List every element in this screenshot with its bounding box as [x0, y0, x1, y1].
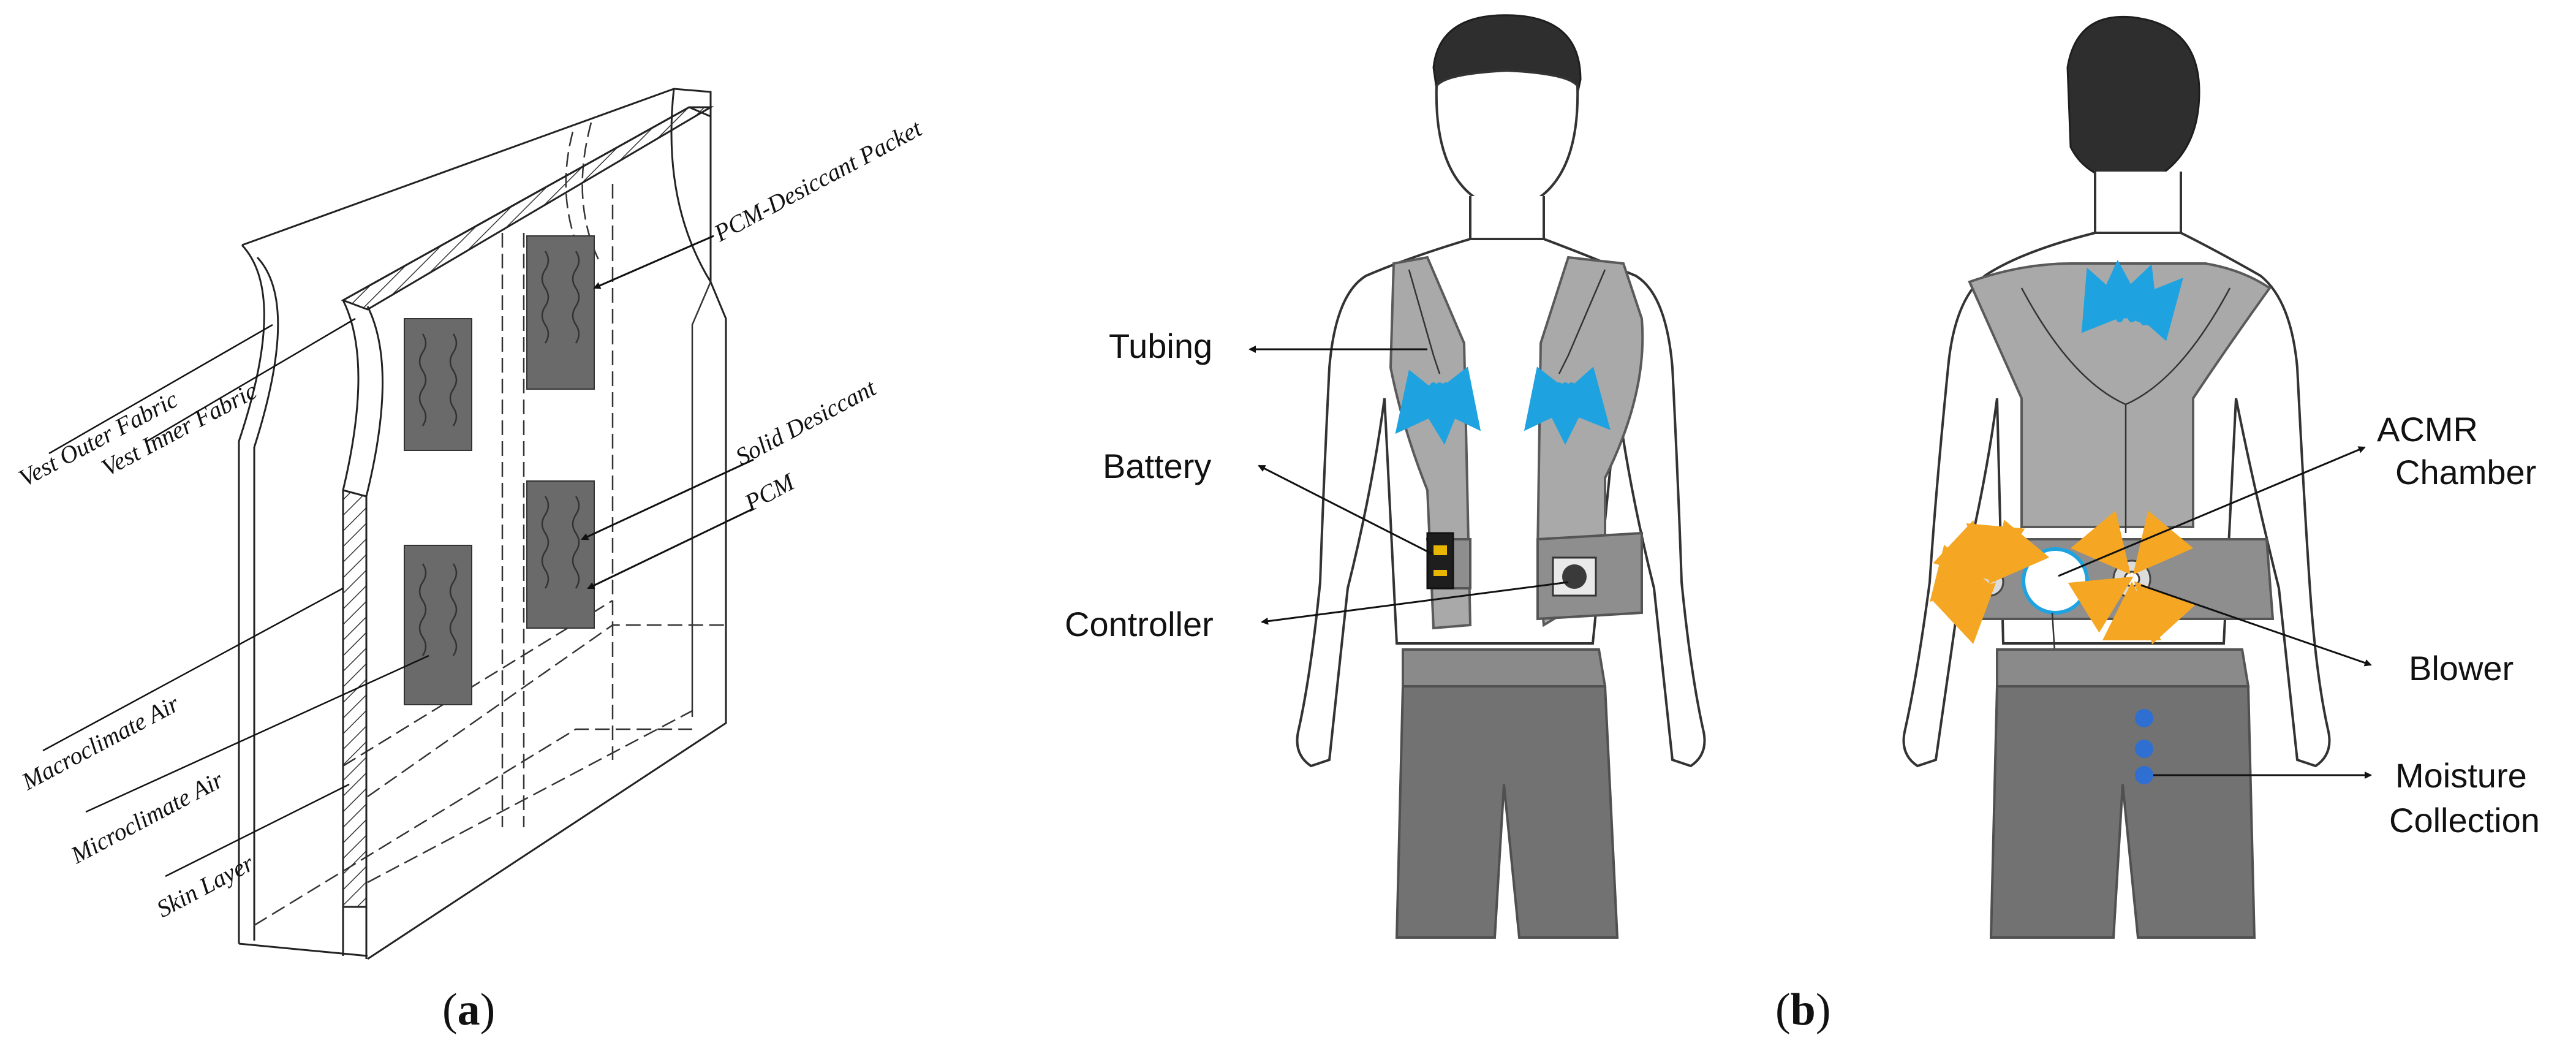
packet-bottom-right	[526, 480, 595, 629]
heat-arrow-5	[1989, 520, 2050, 584]
panel-b-vest-illustration: Tubing Battery Controller ACMR Chamber B…	[1065, 14, 2540, 1035]
moisture-label-line2: Collection	[2389, 801, 2540, 839]
moisture-drop-3	[2135, 766, 2153, 784]
acmr-pointer	[2058, 446, 2366, 577]
back-waistband	[1996, 648, 2250, 688]
front-waistband	[1402, 648, 1607, 688]
outer-fabric-layer	[238, 88, 712, 957]
packet-top-left	[404, 318, 472, 451]
top-hatched-edge	[341, 106, 714, 311]
tubing-label: Tubing	[1109, 327, 1212, 365]
front-airflow-arrow-6	[1549, 366, 1611, 430]
controller-pointer	[1261, 581, 1569, 625]
battery-indicator-icon	[1433, 570, 1447, 576]
panel-a-caption: (a)	[442, 985, 495, 1035]
front-airflow-arrow-2	[1410, 382, 1469, 445]
acmr-label-line1: ACMR	[2377, 410, 2478, 449]
battery-label: Battery	[1103, 447, 1211, 485]
controller-label: Controller	[1065, 605, 1214, 643]
pcm-label: PCM	[739, 467, 800, 517]
pcm-desiccant-packets	[404, 235, 595, 705]
front-pants	[1395, 685, 1619, 939]
panel-b-leader-lines	[1248, 346, 2372, 779]
moisture-drop-1	[2135, 709, 2153, 727]
back-neck	[2094, 172, 2182, 240]
macroclimate-air-label: Macroclimate Air	[17, 689, 184, 795]
back-head	[2066, 15, 2200, 185]
panel-a-caption-letter: a	[458, 985, 480, 1035]
pcm-desiccant-packet-label: PCM-Desiccant Packet	[709, 114, 926, 247]
battery-terminal-icon	[1433, 545, 1447, 555]
heat-arrow-7	[2132, 510, 2194, 575]
back-airflow-arrow-2	[2090, 260, 2149, 322]
packet-bottom-left	[404, 545, 472, 705]
skin-layer-hatch	[342, 489, 368, 908]
front-head	[1435, 69, 1579, 213]
inner-fabric-layer	[254, 106, 727, 960]
heat-arrow-4	[1966, 523, 2025, 585]
solid-desiccant-label: Solid Desiccant	[731, 373, 881, 471]
battery-pointer	[1258, 464, 1434, 556]
packet-top-right	[526, 235, 595, 390]
skin-layer-label: Skin Layer	[152, 849, 259, 923]
left-blower-icon	[1975, 567, 2004, 597]
front-airflow-arrow-3	[1421, 366, 1481, 431]
panel-a-layer-schematic: Vest Outer Fabric Vest Inner Fabric PCM-…	[14, 88, 926, 1035]
acmr-chamber-device	[2022, 547, 2089, 615]
front-figure	[1296, 14, 1706, 939]
back-pants	[1989, 685, 2256, 939]
back-vest-upper	[1968, 262, 2272, 528]
blower-label: Blower	[2409, 649, 2514, 688]
acmr-label-line2: Chamber	[2395, 453, 2536, 491]
heat-arrow-3	[1933, 582, 1996, 645]
heat-arrow-6	[2070, 510, 2131, 575]
microclimate-air-label: Microclimate Air	[66, 765, 228, 869]
blower-pointer	[2140, 584, 2372, 667]
moisture-drop-2	[2135, 740, 2153, 758]
blower-fan-icon	[2123, 570, 2140, 588]
panel-b-caption: (b)	[1775, 985, 1830, 1035]
panel-b-caption-letter: b	[1791, 985, 1816, 1035]
controller-knob-icon	[1562, 564, 1587, 589]
moisture-label-line1: Moisture	[2395, 756, 2527, 795]
battery-device	[1426, 532, 1454, 589]
back-figure	[1902, 15, 2331, 939]
panel-a-leader-lines	[42, 235, 754, 877]
back-airflow-arrow-4	[2122, 278, 2183, 341]
